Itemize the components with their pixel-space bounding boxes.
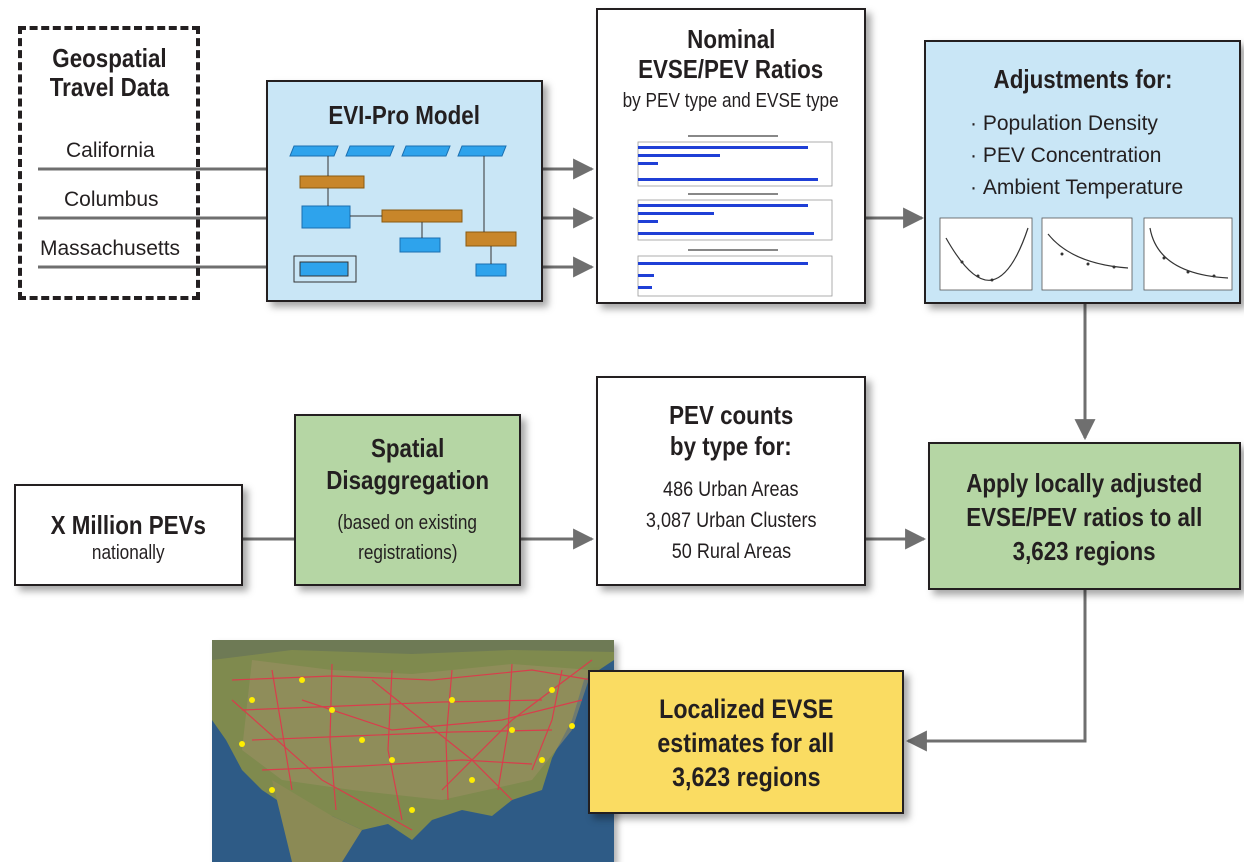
counts-title-line1: PEV counts [668,400,794,430]
pev-counts-box: PEV counts by type for: 486 Urban Areas … [596,376,866,586]
evi-flowchart-thumbnail [289,145,517,283]
ratios-title-line2: EVSE/PEV Ratios [638,54,824,84]
region-label-massachusetts: Massachusetts [36,237,185,261]
region-label-columbus: Columbus [60,188,163,212]
x-million-pevs-box: X Million PEVs nationally [14,484,243,586]
spatial-title-line2: Disaggregation [326,465,489,495]
localized-line2: estimates for all [657,728,835,758]
ratio-charts-thumbnail [637,135,833,297]
adjustment-item-pev-concentration: · PEV Concentration [970,144,1162,167]
spatial-title-line1: Spatial [370,433,445,463]
apply-line2: EVSE/PEV ratios to all [966,502,1203,532]
spatial-disaggregation-box: Spatial Disaggregation (based on existin… [294,414,521,586]
apply-to-localized-arrow [905,590,1087,752]
adjustment-curves-thumbnail [939,217,1233,291]
region-label-california: California [62,139,159,163]
localized-line3: 3,623 regions [671,762,821,792]
adjustment-item-ambient-temperature: · Ambient Temperature [970,176,1184,199]
localized-line1: Localized EVSE [658,694,834,724]
localized-estimates-box: Localized EVSE estimates for all 3,623 r… [588,670,904,814]
evi-pro-model-box: EVI-Pro Model [266,80,543,302]
count-urban-clusters: 3,087 Urban Clusters [645,509,817,532]
count-rural-areas: 50 Rural Areas [671,540,791,563]
ratios-title-line1: Nominal [686,24,776,54]
pev-subtitle: nationally [92,542,165,564]
geospatial-travel-data-box: Geospatial Travel Data [18,26,200,300]
us-map-image [212,640,614,862]
apply-ratios-box: Apply locally adjusted EVSE/PEV ratios t… [928,442,1241,590]
adjustments-title: Adjustments for: [993,64,1172,94]
geospatial-title-line1: Geospatial [51,43,167,73]
nominal-ratios-box: Nominal EVSE/PEV Ratios by PEV type and … [596,8,866,304]
pev-title: X Million PEVs [50,510,207,540]
counts-title-line2: by type for: [670,431,792,461]
geospatial-title-line2: Travel Data [49,72,169,102]
ratios-subtitle: by PEV type and EVSE type [622,90,840,112]
adjustments-box: Adjustments for: · Population Density · … [924,40,1241,304]
adjustment-item-population-density: · Population Density [970,112,1158,135]
spatial-sub-line1: (based on existing [337,512,478,534]
apply-line1: Apply locally adjusted [966,468,1203,498]
spatial-sub-line2: registrations) [357,542,458,564]
evi-pro-title: EVI-Pro Model [328,100,481,130]
apply-line3: 3,623 regions [1013,536,1156,566]
count-urban-areas: 486 Urban Areas [663,478,799,501]
